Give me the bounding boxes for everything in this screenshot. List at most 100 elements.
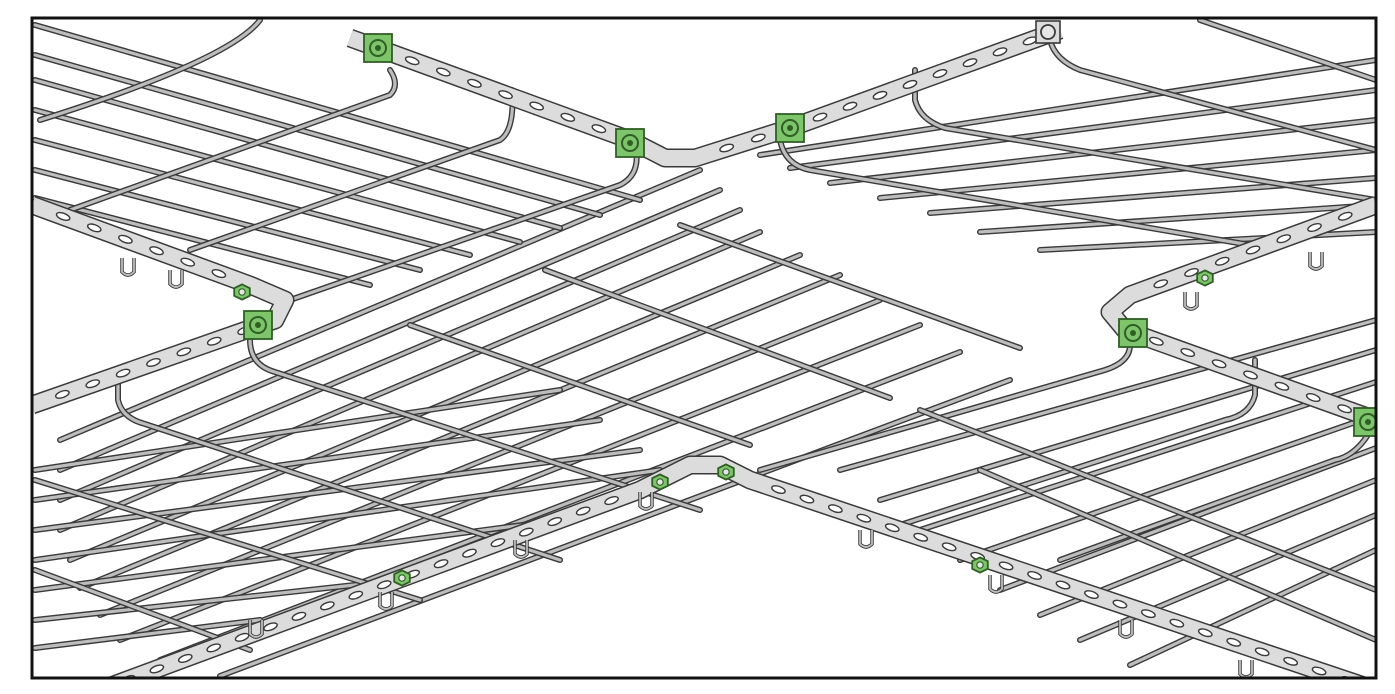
green-clamp-icon bbox=[775, 113, 805, 143]
ur-long-wire-3-core bbox=[878, 148, 1376, 200]
strip-slot bbox=[118, 234, 133, 244]
ur-cross-wire-0-core bbox=[778, 138, 1252, 247]
strip-slot bbox=[1243, 370, 1258, 380]
strip-slot bbox=[941, 542, 957, 552]
ur-long-wire-0-core bbox=[758, 58, 1376, 157]
strip-slot bbox=[872, 90, 888, 100]
strip-slot bbox=[54, 389, 70, 399]
strip-slot bbox=[180, 257, 196, 267]
strip-slot bbox=[575, 506, 591, 516]
lr-long-wire-7-core bbox=[1128, 548, 1376, 667]
center-cross-wire-1-core bbox=[543, 268, 892, 400]
ur-cross-wire-3-core bbox=[1198, 18, 1376, 82]
ll-long-wire-0-core bbox=[33, 388, 562, 472]
strip-slot bbox=[177, 653, 193, 663]
center-cross-wire-0-core bbox=[408, 323, 752, 447]
strip-slot bbox=[529, 101, 545, 111]
ur-long-wire-1-core bbox=[788, 88, 1376, 170]
lr-cross-wire-0-core bbox=[758, 343, 1132, 472]
hex-bolt-center bbox=[656, 478, 664, 486]
u-hook bbox=[249, 620, 263, 638]
strip-slot bbox=[176, 347, 192, 357]
strip-slot bbox=[1254, 647, 1270, 657]
strip-slot bbox=[435, 67, 451, 77]
strip-slot bbox=[518, 527, 534, 537]
right-connector-strip bbox=[1102, 197, 1376, 428]
strip-slot bbox=[490, 538, 506, 548]
strip-slot bbox=[149, 664, 165, 674]
hex-bolt-center bbox=[1201, 274, 1209, 282]
strip-slot bbox=[719, 143, 735, 153]
strip-slot bbox=[1084, 590, 1099, 600]
strip-slot bbox=[902, 79, 918, 89]
strip-slot bbox=[842, 101, 858, 111]
strip-slot bbox=[1274, 381, 1290, 391]
wire-mesh bbox=[32, 18, 1376, 678]
clamp-bolt-center bbox=[1365, 419, 1371, 425]
clamp-bolt-center bbox=[375, 45, 381, 51]
strip-slot bbox=[560, 112, 576, 122]
strip-slot bbox=[86, 223, 102, 233]
strip-slot bbox=[149, 246, 164, 256]
u-hook bbox=[1184, 292, 1198, 310]
hex-bolt-icon bbox=[1196, 269, 1214, 287]
grey-clamp-bolt bbox=[1040, 24, 1056, 40]
strip-slot bbox=[115, 368, 131, 378]
strip-slot bbox=[604, 495, 619, 506]
strip-slot bbox=[1027, 570, 1042, 580]
strip-slot bbox=[992, 47, 1008, 57]
hex-bolt-center bbox=[238, 288, 246, 296]
strip-slot bbox=[348, 590, 364, 600]
u-hook bbox=[989, 575, 1003, 593]
clamp-bolt-center bbox=[627, 140, 633, 146]
strip-slot bbox=[55, 211, 71, 221]
lr-cross-wire-1-core bbox=[898, 358, 1257, 527]
u-hook bbox=[514, 540, 528, 558]
strip-slot bbox=[1305, 392, 1321, 403]
lr-long-wire-3-core bbox=[958, 413, 1376, 562]
clamp-bolt-center bbox=[255, 322, 261, 328]
ul-cross-wire-0-core bbox=[38, 18, 262, 122]
strip-slot bbox=[771, 485, 786, 495]
strip-slot bbox=[962, 58, 978, 68]
ul-long-wire-1-core bbox=[33, 53, 602, 217]
ll-long-wire-3-core bbox=[33, 468, 662, 562]
strip-slot bbox=[913, 532, 929, 542]
strip-slot bbox=[1055, 580, 1071, 590]
strip-slot bbox=[1148, 336, 1164, 346]
ul-long-wire-5-core bbox=[33, 168, 422, 272]
strip-slot bbox=[211, 269, 227, 279]
top-connector-strip bbox=[347, 22, 1063, 166]
hex-bolt-center bbox=[722, 468, 730, 476]
grey-bolt-icon bbox=[1035, 20, 1061, 44]
strip-slot bbox=[206, 336, 222, 346]
green-clamp-icon bbox=[615, 128, 645, 158]
u-hook bbox=[1309, 252, 1323, 270]
ur-long-wire-4-core bbox=[928, 176, 1376, 215]
strip-slot bbox=[827, 504, 843, 514]
clamp-bolt-center bbox=[787, 125, 793, 131]
lr-long-wire-0-core bbox=[838, 318, 1376, 472]
strip-slot bbox=[591, 124, 607, 134]
strip-slot bbox=[1337, 404, 1353, 414]
u-hook bbox=[1119, 620, 1133, 638]
ul-long-wire-3-core bbox=[33, 108, 522, 244]
lr-cross-wire-4-core bbox=[978, 468, 1376, 642]
strip-slot bbox=[1307, 222, 1322, 233]
strip-slot bbox=[856, 513, 872, 523]
ll-long-wire-5-core bbox=[33, 578, 402, 622]
strip-slot bbox=[85, 379, 101, 389]
strip-slot bbox=[1214, 256, 1230, 266]
ur-long-wire-5-core bbox=[978, 203, 1376, 234]
strip-slot bbox=[1226, 637, 1242, 647]
strip-slot bbox=[291, 611, 307, 621]
strip-slot bbox=[1112, 599, 1128, 609]
strip-slot bbox=[320, 601, 335, 611]
green-clamp-icon bbox=[243, 310, 273, 340]
ll-long-wire-1-core bbox=[33, 418, 602, 502]
center-long-wire-9-core bbox=[218, 378, 1012, 678]
strip-slot bbox=[1211, 359, 1227, 369]
ul-long-wire-4-core bbox=[33, 138, 472, 257]
